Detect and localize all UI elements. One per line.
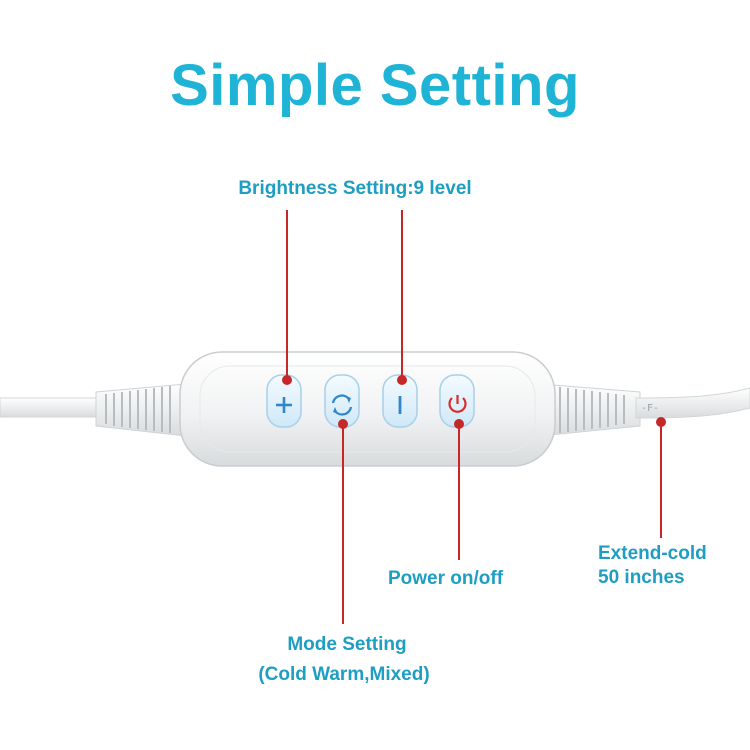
power-button[interactable] [439, 374, 475, 428]
brightness-label: Brightness Setting:9 level [238, 178, 472, 199]
mode-options-label: (Cold Warm,Mixed) [258, 664, 430, 685]
cord-mark: -F- [641, 403, 659, 414]
page-title: Simple Setting [170, 53, 580, 118]
cord-length-label: 50 inches [598, 567, 685, 588]
left-cord [0, 383, 187, 437]
right-cord: -F- [539, 383, 750, 437]
minus-button[interactable] [382, 374, 418, 428]
controller-body [179, 351, 556, 467]
cord-pointer [656, 417, 666, 538]
mode-button[interactable] [324, 374, 360, 428]
power-pointer [454, 419, 464, 560]
brightness-plus-pointer [282, 210, 292, 385]
mode-label: Mode Setting [287, 634, 407, 655]
extend-cord-label: Extend-cold [598, 543, 707, 564]
plus-button[interactable] [266, 374, 302, 428]
brightness-minus-pointer [397, 210, 407, 385]
mode-pointer [338, 419, 348, 624]
power-label: Power on/off [388, 568, 504, 589]
power-icon [448, 395, 467, 413]
